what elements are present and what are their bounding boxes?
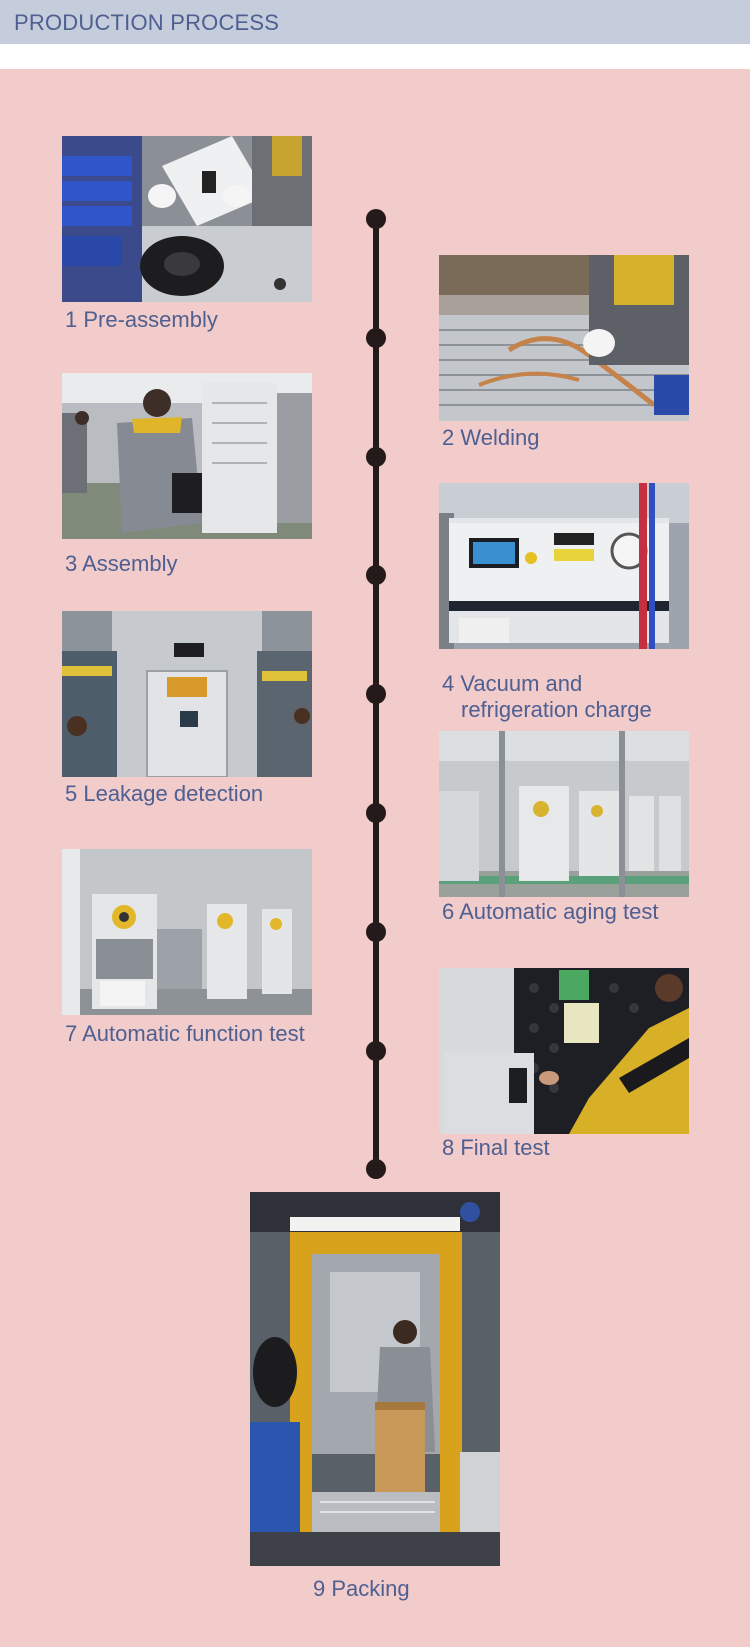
- step-4-caption-line1: 4 Vacuum and: [442, 671, 583, 696]
- welding-photo: [439, 255, 689, 421]
- pre-assembly-photo: [62, 136, 312, 302]
- page-header: PRODUCTION PROCESS: [0, 0, 750, 44]
- final-test-photo: [439, 968, 689, 1134]
- step-6-caption: 6 Automatic aging test: [442, 899, 659, 924]
- timeline-dot-9: [366, 1159, 386, 1179]
- step-4-caption: 4 Vacuum and refrigeration charge: [442, 671, 652, 723]
- leakage-detection-photo: [62, 611, 312, 777]
- step-2-caption: 2 Welding: [442, 425, 540, 450]
- timeline-dot-6: [366, 803, 386, 823]
- step-8-caption: 8 Final test: [442, 1135, 550, 1160]
- step-4-caption-line2: refrigeration charge: [461, 697, 652, 722]
- timeline-dot-7: [366, 922, 386, 942]
- timeline-dot-2: [366, 328, 386, 348]
- packing-photo: [250, 1192, 500, 1566]
- aging-test-photo: [439, 731, 689, 897]
- timeline-dot-4: [366, 565, 386, 585]
- timeline-dot-3: [366, 447, 386, 467]
- vacuum-charge-photo: [439, 483, 689, 649]
- step-9-caption: 9 Packing: [313, 1576, 410, 1601]
- timeline-dot-8: [366, 1041, 386, 1061]
- page-title: PRODUCTION PROCESS: [14, 10, 280, 35]
- assembly-photo: [62, 373, 312, 539]
- step-7-caption: 7 Automatic function test: [65, 1021, 305, 1046]
- step-1-caption: 1 Pre-assembly: [65, 307, 218, 332]
- timeline-dot-5: [366, 684, 386, 704]
- function-test-photo: [62, 849, 312, 1015]
- step-5-caption: 5 Leakage detection: [65, 781, 264, 806]
- timeline-dot-1: [366, 209, 386, 229]
- step-3-caption: 3 Assembly: [65, 551, 178, 576]
